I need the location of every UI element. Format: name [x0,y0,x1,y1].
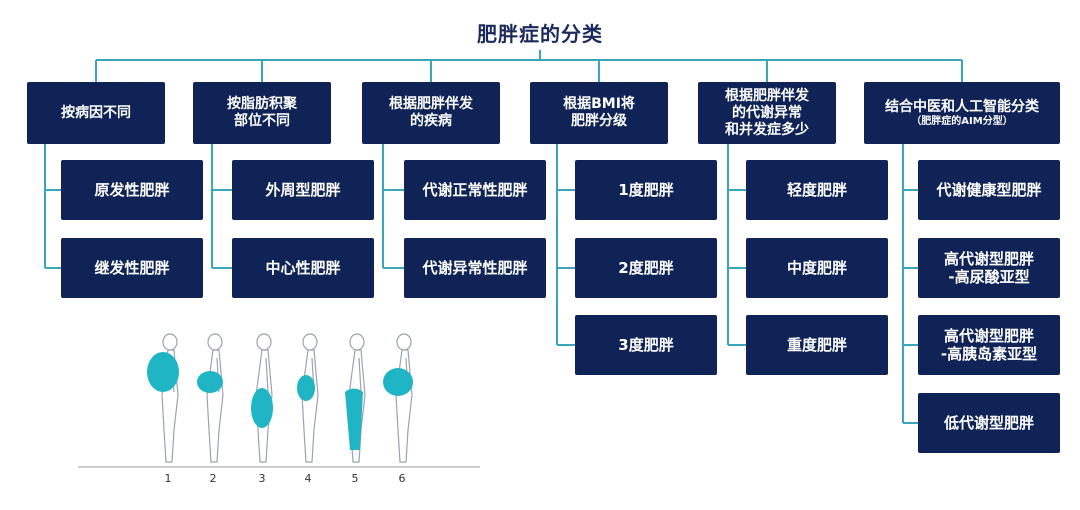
figure-4-body [301,349,319,463]
figure-5-fat-region [345,388,363,450]
figure-3-arm [265,357,269,393]
item-primary-obesity: 原发性肥胖 [61,160,203,220]
category-box-metabolic-complications: 根据肥胖伴发 的代谢异常 和并发症多少 [698,82,836,144]
category-box-fat-distribution: 按脂肪积聚 部位不同 [193,82,331,144]
figure-4-head [302,333,318,351]
category-box-etiology: 按病因不同 [27,82,165,144]
item-metabolically-abnormal-obesity: 代谢异常性肥胖 [404,238,546,298]
figure-number-2: 2 [210,472,217,485]
item-moderate-obesity: 中度肥胖 [746,238,888,298]
category-box-aim-classification: 结合中医和人工智能分类 （肥胖症的AIM分型） [864,82,1060,144]
figure-6-head [396,333,412,351]
diagram-title: 肥胖症的分类 [477,22,603,46]
item-mild-obesity: 轻度肥胖 [746,160,888,220]
item-metabolically-normal-obesity: 代谢正常性肥胖 [404,160,546,220]
item-hyperinsulinemia-subtype: 高代谢型肥胖 -高胰岛素亚型 [918,315,1060,375]
figure-3-head [256,333,272,351]
item-grade-1-obesity: 1度肥胖 [575,160,717,220]
figure-6-body [395,349,413,463]
figure-3-fat-region [251,388,273,428]
figure-number-1: 1 [165,472,172,485]
figure-1-fat-region [147,352,179,392]
item-grade-2-obesity: 2度肥胖 [575,238,717,298]
figure-2-body [206,349,224,463]
item-peripheral-obesity: 外周型肥胖 [232,160,374,220]
figure-number-3: 3 [259,472,266,485]
figure-1-head [162,333,178,351]
item-hypometabolic-obesity: 低代谢型肥胖 [918,393,1060,453]
item-grade-3-obesity: 3度肥胖 [575,315,717,375]
item-secondary-obesity: 继发性肥胖 [61,238,203,298]
item-central-obesity: 中心性肥胖 [232,238,374,298]
figure-6-fat-region [383,368,413,396]
figure-number-4: 4 [305,472,312,485]
figure-number-5: 5 [352,472,359,485]
item-metabolically-healthy-obesity: 代谢健康型肥胖 [918,160,1060,220]
figure-5-arm [358,357,362,393]
figure-2-fat-region [197,371,223,393]
figure-2-head [207,333,223,351]
figure-5-head [349,333,365,351]
figure-4-fat-region [297,375,315,401]
category-box-comorbidity: 根据肥胖伴发 的疾病 [362,82,500,144]
figure-number-6: 6 [399,472,406,485]
item-hyperuricemia-subtype: 高代谢型肥胖 -高尿酸亚型 [918,238,1060,298]
item-severe-obesity: 重度肥胖 [746,315,888,375]
category-box-bmi-grade: 根据BMI将 肥胖分级 [530,82,668,144]
